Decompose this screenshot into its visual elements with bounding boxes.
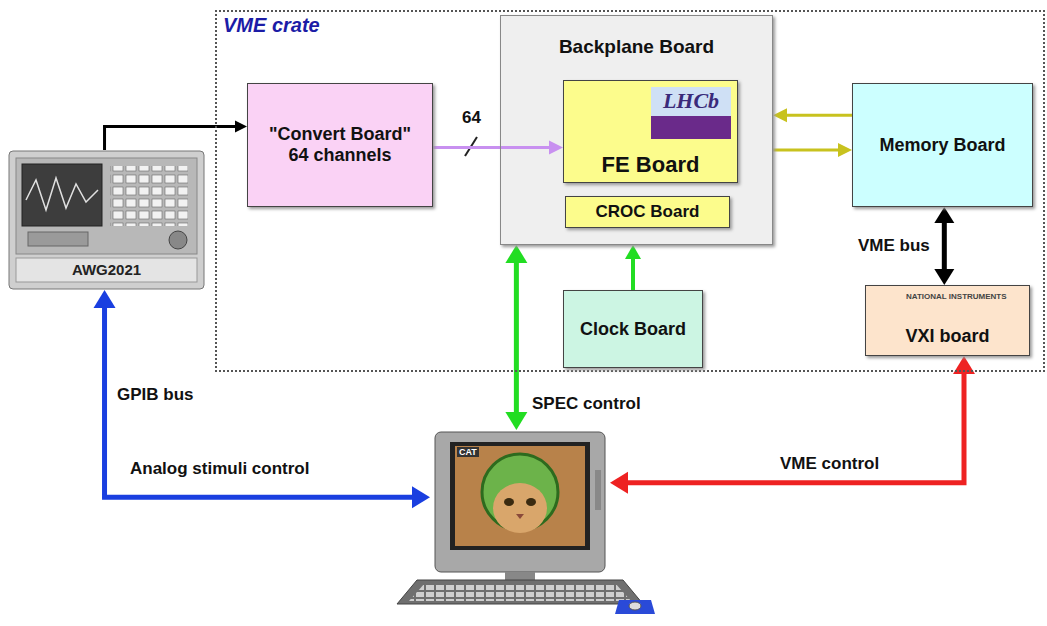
connector-label: VME control: [780, 454, 879, 474]
node-label: CAT: [457, 447, 479, 457]
connector-label: SPEC control: [532, 394, 641, 414]
waveform-generator: AWG2021: [8, 150, 205, 290]
connector-arrow: [773, 108, 852, 122]
arrow-head: [625, 245, 641, 259]
node-label: "Convert Board" 64 channels: [264, 124, 416, 166]
node-label: VXI board: [866, 326, 1029, 347]
node-label: Backplane Board: [501, 36, 772, 58]
connector-label: 64: [462, 108, 481, 128]
connector-arrow: [433, 140, 563, 154]
convert-board: "Convert Board" 64 channels: [247, 83, 433, 207]
connector-arrow: [505, 245, 527, 430]
bus-name: GPIB bus: [117, 385, 194, 405]
board-logo-text: NATIONAL INSTRUMENTS: [906, 292, 1007, 301]
arrow-head: [934, 207, 954, 223]
arrow-head: [934, 269, 954, 285]
connector-arrow: [94, 290, 430, 508]
arrow-head: [549, 140, 563, 154]
control-computer: CAT: [430, 430, 610, 612]
connector-arrow: [610, 356, 975, 494]
node-label: VME crate: [223, 14, 320, 37]
connector-line: [773, 149, 839, 152]
vme-crate-region: VME crate "Convert Board" 64 channels Back…: [215, 10, 1045, 372]
node-label: Clock Board: [580, 319, 686, 340]
clock-board: Clock Board: [563, 290, 703, 368]
node-label: FE Board: [564, 152, 737, 178]
board-logo-text: LHCb: [651, 87, 731, 139]
node-label: CROC Board: [596, 202, 700, 222]
node-label: Memory Board: [879, 135, 1005, 156]
connector-arrow: [105, 120, 247, 150]
arrow-head: [773, 108, 787, 122]
connector-line: [105, 307, 413, 497]
vxi-board: NATIONAL INSTRUMENTS VXI board: [865, 285, 1030, 356]
connector-line: [514, 262, 519, 413]
connector-label: Analog stimuli control: [130, 459, 309, 479]
connector-arrow: [934, 207, 954, 285]
connector-arrow: [625, 245, 641, 290]
memory-board: Memory Board: [852, 83, 1033, 207]
arrow-head: [610, 472, 628, 494]
arrow-head: [412, 486, 430, 508]
computer-illustration: [395, 430, 657, 616]
croc-board: CROC Board: [565, 196, 730, 228]
fe-board: LHCb FE Board: [563, 80, 738, 183]
arrow-head: [505, 412, 527, 430]
arrow-head: [94, 290, 116, 308]
arrow-head: [235, 120, 247, 132]
connector-line: [627, 373, 964, 483]
arrow-head: [505, 245, 527, 263]
connector-line: [631, 258, 635, 290]
connector-line: [786, 114, 852, 117]
connector-line: [942, 222, 947, 270]
connector-label: VME bus: [858, 236, 930, 256]
connector-arrow: [773, 143, 852, 157]
backplane-board: Backplane BoardLHCb FE BoardCROC Board: [500, 15, 773, 245]
node-label: AWG2021: [38, 261, 175, 278]
connector-line: [433, 146, 550, 149]
arrow-head: [838, 143, 852, 157]
